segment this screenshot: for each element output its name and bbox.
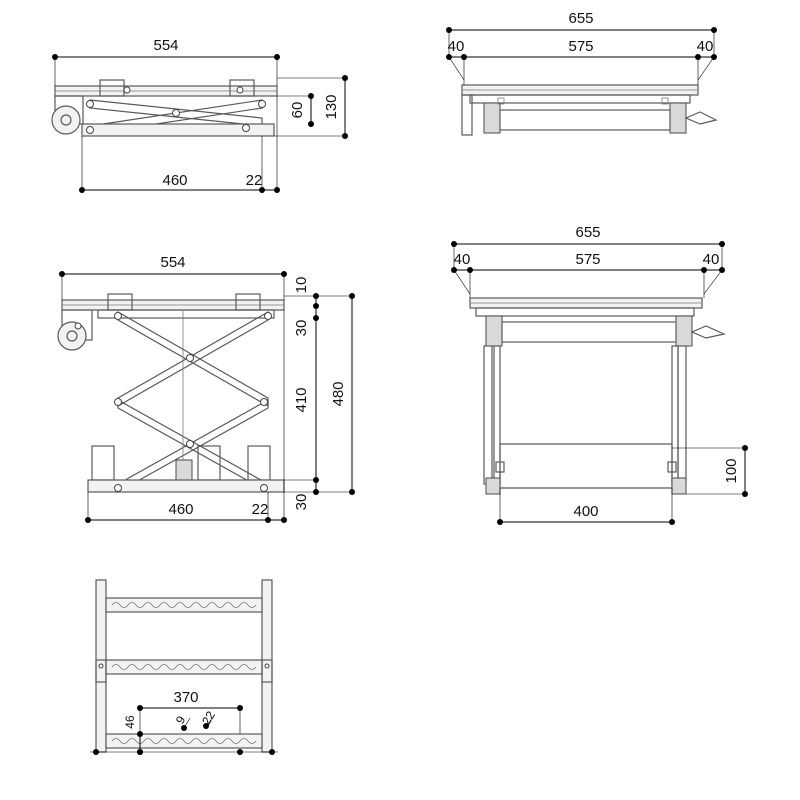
front-base-tray — [499, 443, 673, 489]
raised-dim-22: 22 — [252, 501, 269, 518]
raised-dim-10: 10 — [293, 277, 310, 294]
raised-motor-wheel — [57, 321, 87, 351]
perforated-bar-mid — [105, 659, 263, 675]
dim-height-130: 130 — [323, 94, 340, 119]
motor-wheel — [51, 105, 81, 135]
front-raised-dim-400: 400 — [573, 503, 598, 520]
front-view-raised: 655 40 575 40 100 400 — [451, 224, 748, 525]
raised-dim-554: 554 — [160, 254, 185, 271]
front-view-lowered: 655 40 575 40 — [446, 10, 718, 136]
dim-offset-22: 22 — [246, 172, 263, 189]
plan-dim-22: 22 — [199, 708, 218, 727]
dim-height-60: 60 — [289, 102, 306, 119]
raised-dim-30-upper: 30 — [293, 320, 310, 337]
front-raised-dim-100: 100 — [723, 458, 740, 483]
raised-dim-30-lower: 30 — [293, 494, 310, 511]
perforated-bar-top — [105, 597, 263, 613]
side-view-lowered: 554 460 22 60 130 — [51, 37, 348, 193]
crank-handle — [684, 111, 718, 125]
plan-dim-46: 46 — [123, 715, 137, 729]
front-raised-dim-575: 575 — [575, 251, 600, 268]
front-dim-655: 655 — [568, 10, 593, 27]
front-raised-dim-40-left: 40 — [454, 251, 471, 268]
raised-dim-480: 480 — [330, 381, 347, 406]
base-rail — [81, 123, 275, 137]
raised-dim-460: 460 — [168, 501, 193, 518]
perforated-bar-bottom — [105, 733, 263, 749]
front-dim-40-right: 40 — [697, 38, 714, 55]
front-dim-40-left: 40 — [448, 38, 465, 55]
hinge-block-right — [229, 79, 255, 97]
hinge-block-left — [99, 79, 125, 97]
side-view-raised: 554 460 22 10 30 410 30 480 — [57, 254, 355, 523]
raised-dim-410: 410 — [293, 387, 310, 412]
front-motor-tube — [499, 109, 671, 131]
plan-dim-370: 370 — [173, 689, 198, 706]
front-raised-dim-40-right: 40 — [703, 251, 720, 268]
dim-width-554: 554 — [153, 37, 178, 54]
front-dim-575: 575 — [568, 38, 593, 55]
front-raised-dim-655: 655 — [575, 224, 600, 241]
dim-base-460: 460 — [162, 172, 187, 189]
plan-view: 370 46 9 22 — [90, 579, 278, 755]
